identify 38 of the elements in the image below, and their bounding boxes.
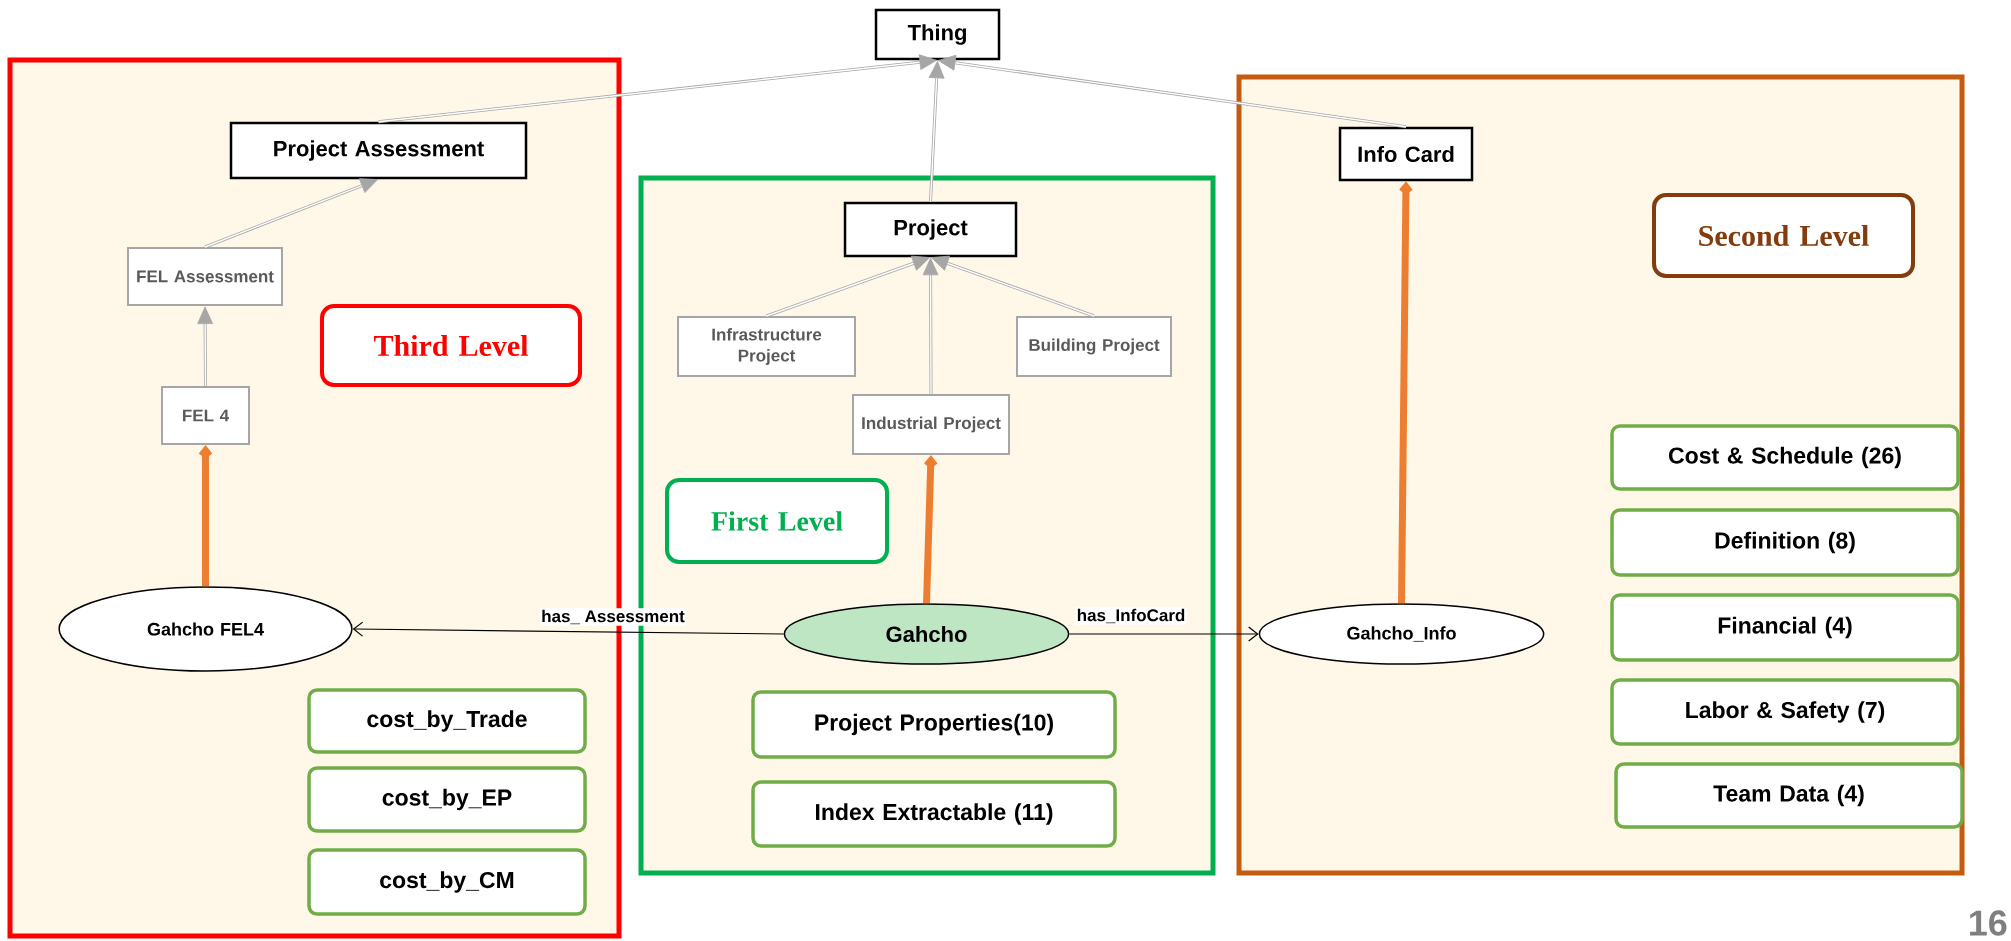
subclass-box: Infrastructure Project [677,316,856,377]
page-number: 16 [1970,910,2007,936]
property-box: cost_by_Trade [307,688,587,754]
class-box: Project Assessment [229,121,528,180]
arrow [197,306,213,387]
level-badge: Third Level [320,304,582,387]
subclass-box: FEL Assessment [127,247,283,306]
level-badge: First Level [665,478,889,564]
class-box: Project [843,201,1018,258]
class-box: Info Card [1338,126,1474,182]
class-box: Thing [874,8,1001,61]
property-box: Index Extractable (11) [751,780,1117,848]
arrow [198,445,213,587]
arrow [377,54,937,124]
property-box: Cost & Schedule (26) [1610,424,1960,491]
arrow [352,621,785,637]
property-box: Financial (4) [1610,593,1960,662]
property-box: Labor & Safety (7) [1610,678,1960,746]
arrow [922,257,939,395]
arrow [1068,626,1259,642]
arrow [938,54,1407,129]
subclass-box: FEL 4 [161,386,250,445]
arrow [928,60,945,203]
property-box: cost_by_EP [307,766,587,833]
edge-label: has_InfoCard [1075,607,1187,625]
level-badge: Second Level [1652,193,1915,278]
subclass-box: Industrial Project [852,394,1010,455]
arrow [765,255,930,318]
arrow [931,255,1095,318]
edge-label: has_ Assessment [539,608,687,626]
subclass-box: Building Project [1016,316,1172,377]
arrow [204,178,378,249]
property-box: Definition (8) [1610,508,1960,577]
arrow [1398,181,1413,604]
property-box: Team Data (4) [1614,762,1964,829]
property-box: cost_by_CM [307,848,587,916]
arrow [923,455,938,604]
property-box: Project Properties(10) [751,690,1117,759]
